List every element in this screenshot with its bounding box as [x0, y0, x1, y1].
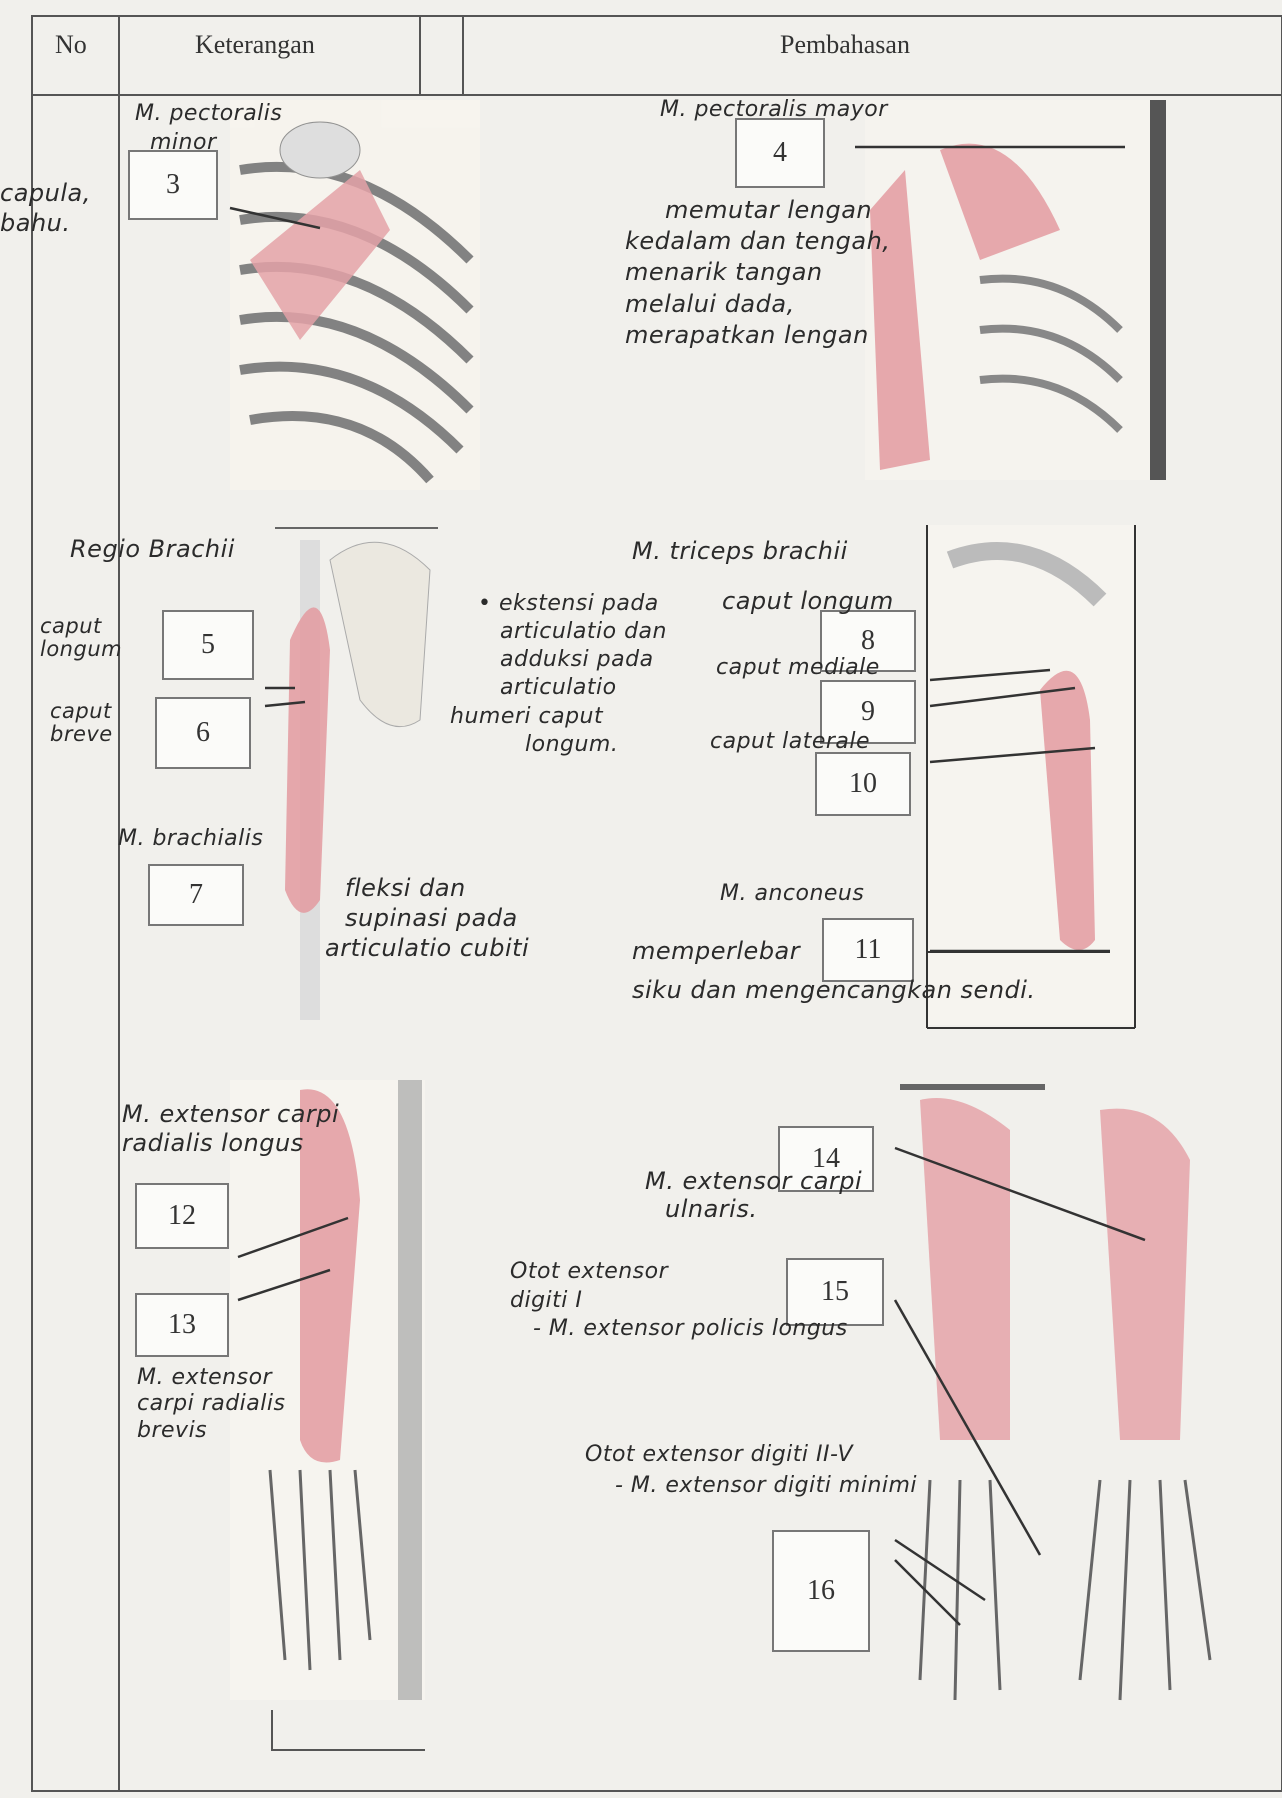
label-caput-laterale: caput laterale — [710, 728, 870, 757]
label-caput-mediale: caput mediale — [716, 654, 880, 683]
label-box-12: 12 — [135, 1183, 229, 1249]
label-box-13: 13 — [135, 1293, 229, 1357]
label-pect-mayor-desc: memutar lengan kedalam dan tengah, menar… — [625, 195, 890, 351]
label-anconeus: M. anconeus — [720, 880, 864, 909]
label-brachialis: M. brachialis — [118, 825, 263, 854]
label-box-16: 16 — [772, 1530, 870, 1652]
thorax-illustration — [865, 100, 1166, 480]
label-biceps-desc: • ekstensi pada articulatio dan adduksi … — [450, 590, 667, 759]
label-caput-longum-right: caput longum — [722, 586, 894, 617]
label-regio-brachii: Regio Brachii — [70, 534, 235, 565]
label-digiti-2: Otot extensor digiti II-V - M. extensor … — [585, 1440, 917, 1502]
label-box-7: 7 — [148, 864, 244, 926]
label-anconeus-desc-2: siku dan mengencangkan sendi. — [632, 975, 1036, 1006]
label-pect-mayor: M. pectoralis mayor — [660, 96, 888, 125]
label-box-6: 6 — [155, 697, 251, 769]
label-box-5: 5 — [162, 610, 254, 680]
triceps-illustration — [927, 525, 1137, 1028]
label-box-11: 11 — [822, 918, 914, 982]
label-brachialis-desc: fleksi dan supinasi pada articulatio cub… — [325, 873, 529, 963]
ribcage-illustration — [230, 100, 480, 490]
label-triceps: M. triceps brachii — [632, 536, 848, 567]
label-box-3: 3 — [128, 150, 218, 220]
forearm-illustration-right — [900, 1087, 1210, 1700]
label-anconeus-desc-1: memperlebar — [632, 936, 800, 967]
label-digiti-1: Otot extensor digiti I - M. extensor pol… — [475, 1258, 848, 1344]
label-box-10: 10 — [815, 752, 911, 816]
label-box-4: 4 — [735, 118, 825, 188]
